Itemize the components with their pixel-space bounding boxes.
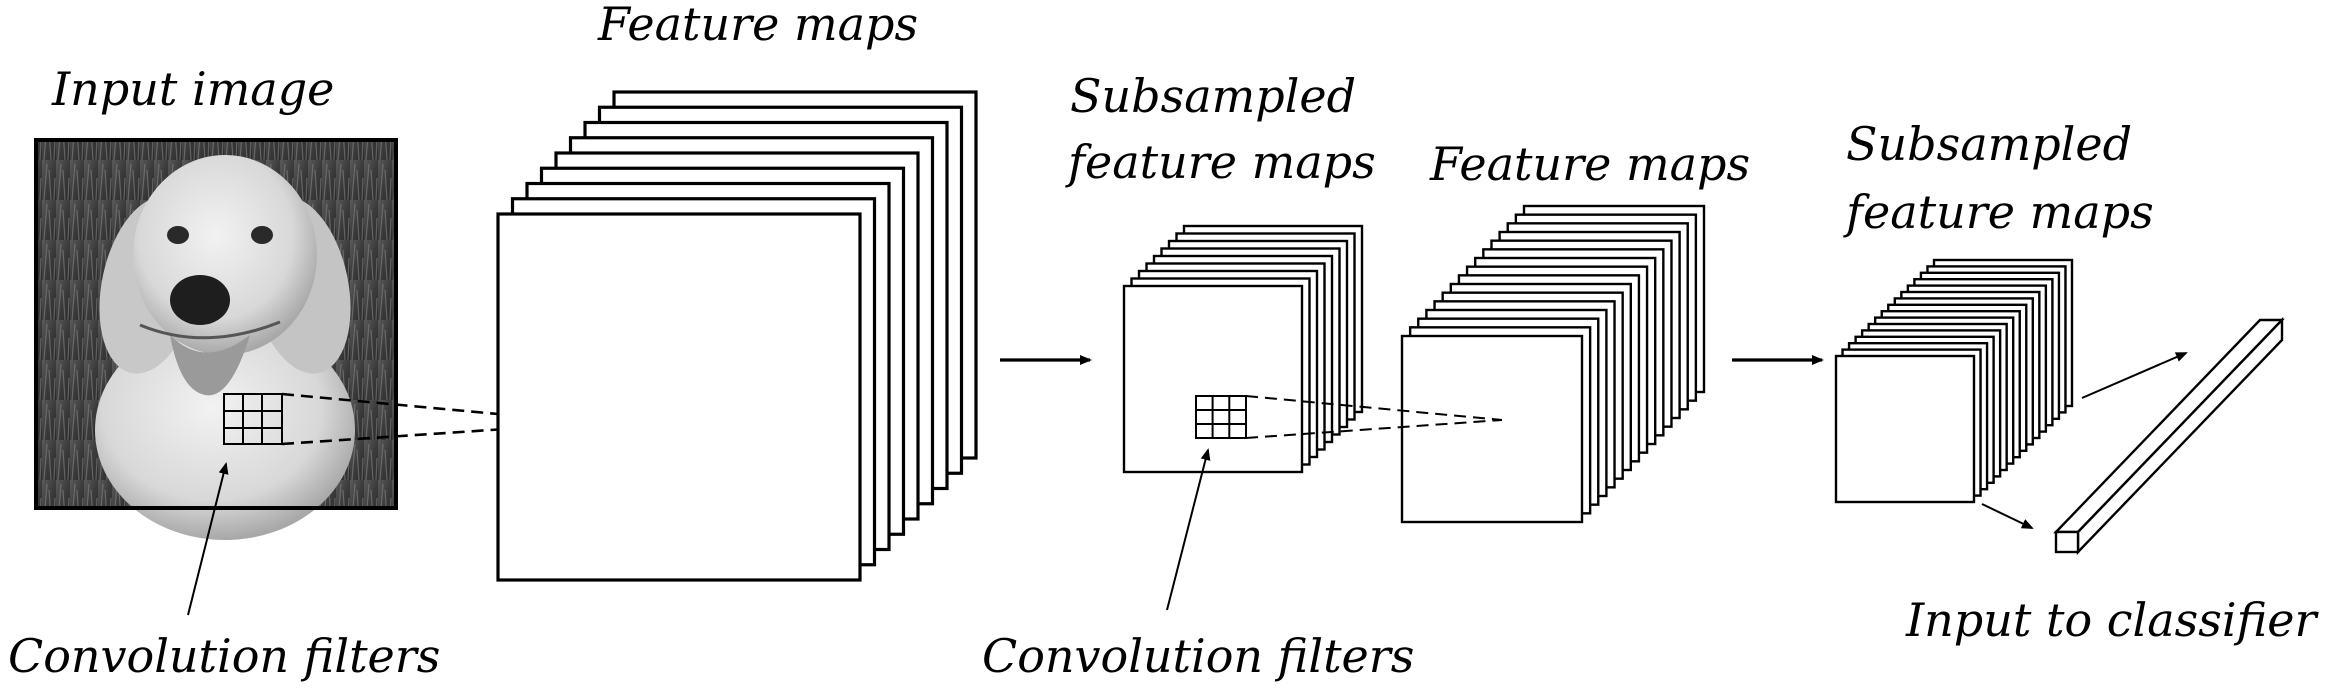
convolution-filter-grid-2 (1195, 395, 1247, 439)
label-feature-maps-1: Feature maps (597, 0, 918, 51)
label-input-to-classifier: Input to classifier (1905, 593, 2320, 647)
conv-filter-pointer-2 (1166, 448, 1211, 611)
classifier-arrow-top (2081, 352, 2188, 399)
projection-lines-1 (281, 392, 596, 446)
feature-maps-stack-1 (496, 90, 978, 582)
label-subsampled-2-line1: Subsampled (1846, 117, 2132, 171)
label-subsampled-2-line2: feature maps (1843, 185, 2154, 239)
label-input-image: Input image (51, 62, 334, 116)
feature-maps-stack-2 (1400, 204, 1706, 524)
classifier-arrow-bottom (1981, 503, 2034, 529)
feature-map-layer (1834, 354, 1976, 504)
classifier-input-vector (2053, 317, 2285, 555)
subsampled-feature-maps-stack-1 (1122, 224, 1364, 474)
input-image-photo (36, 140, 396, 540)
conv-filter-pointer-1 (187, 462, 229, 616)
label-convolution-filters-2: Convolution filters (982, 629, 1414, 683)
subsampled-feature-maps-stack-2 (1834, 258, 2074, 504)
feature-map-layer (1122, 284, 1304, 474)
label-subsampled-1-line2: feature maps (1065, 135, 1376, 189)
label-convolution-filters-1: Convolution filters (8, 629, 440, 683)
label-subsampled-1-line1: Subsampled (1070, 69, 1356, 123)
input-image-frame (34, 138, 398, 510)
feature-map-layer (1400, 334, 1584, 524)
convolution-filter-grid-1 (223, 393, 283, 445)
projection-lines-2 (1245, 395, 1503, 439)
label-feature-maps-2: Feature maps (1429, 137, 1750, 191)
feature-map-layer (496, 212, 862, 582)
